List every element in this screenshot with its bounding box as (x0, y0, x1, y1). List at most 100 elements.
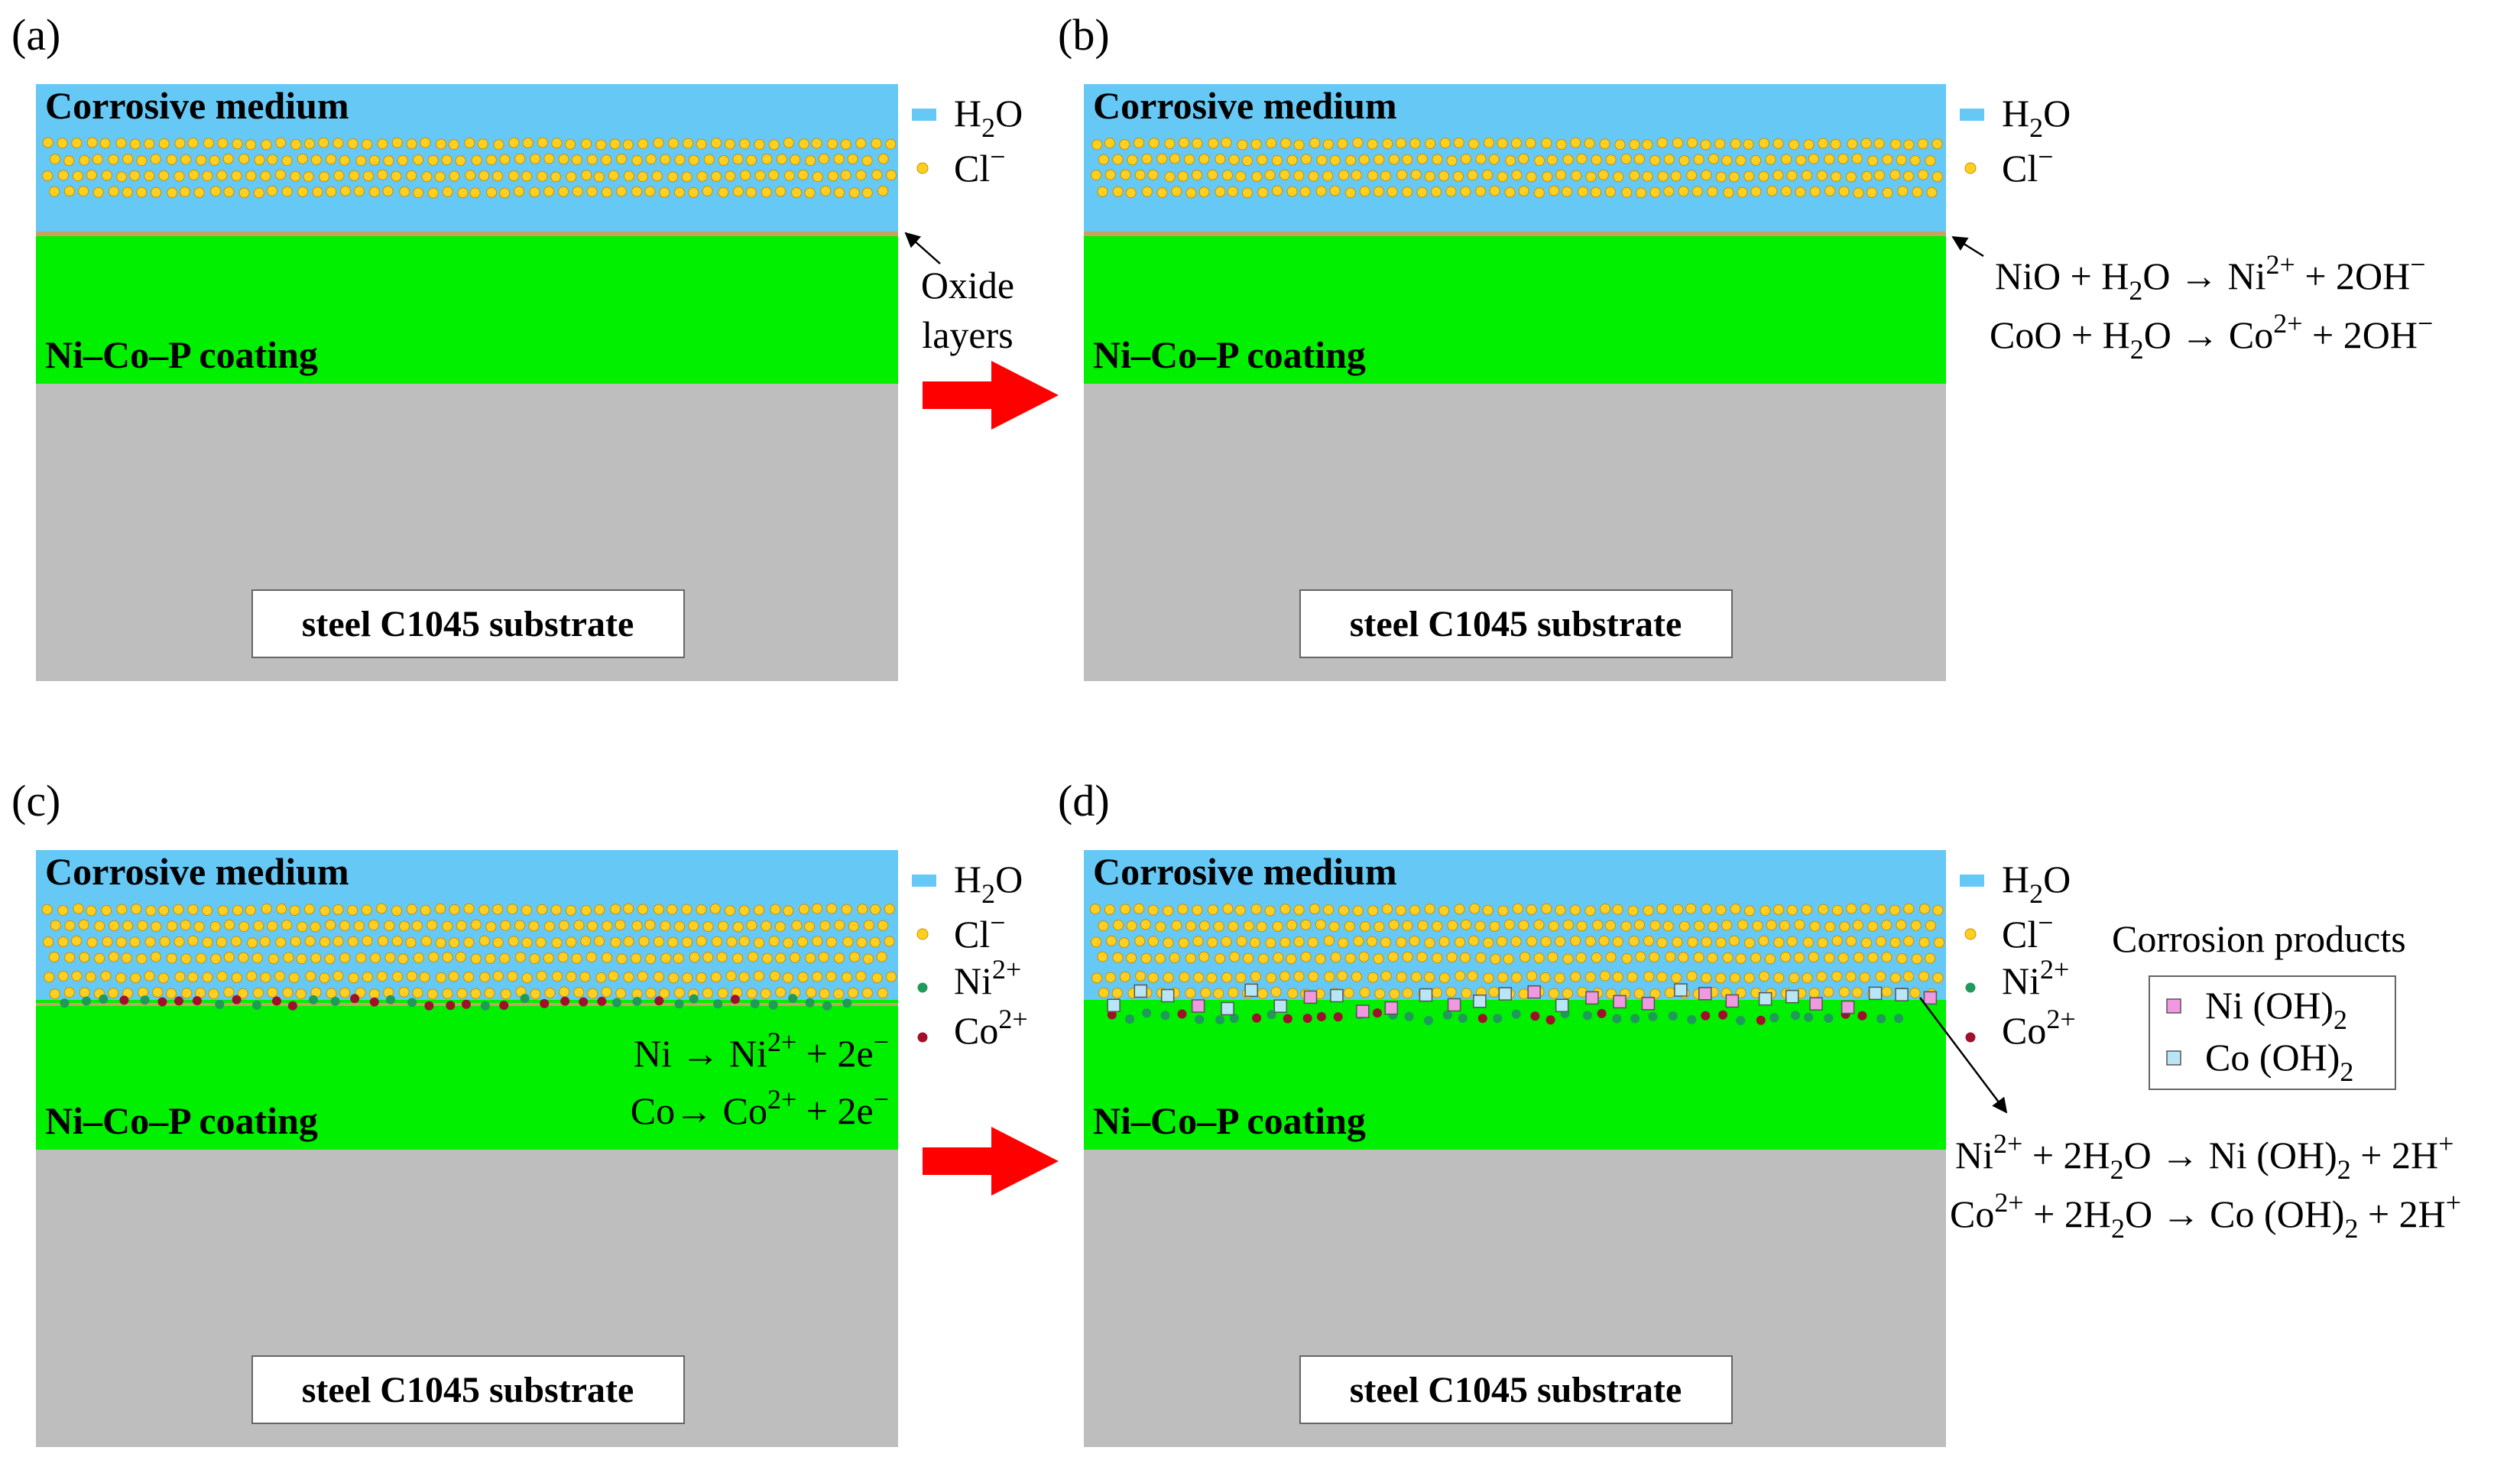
chloride-ion (435, 937, 446, 949)
reaction-b-coo-part: 2 (2130, 334, 2144, 365)
chloride-ion (1367, 972, 1379, 983)
chloride-ion (1911, 953, 1922, 965)
chloride-ion (637, 971, 648, 982)
chloride-ion (1416, 952, 1428, 962)
chloride-ion (1257, 154, 1268, 165)
chloride-ion (825, 936, 837, 948)
chloride-ion (406, 170, 417, 181)
chloride-ion (464, 138, 475, 148)
chloride-ion (586, 186, 598, 197)
ni-legend-swatch (1965, 982, 1976, 993)
chloride-ion (1250, 138, 1262, 150)
chloride-ion (530, 153, 541, 164)
chloride-ion (492, 170, 504, 182)
co-ion (560, 996, 570, 1006)
chloride-ion (252, 988, 264, 998)
chloride-ion (1555, 139, 1567, 150)
chloride-ion (1402, 154, 1413, 165)
chloride-ion (319, 905, 331, 917)
chloride-ion (1759, 905, 1771, 917)
chloride-ion (1555, 936, 1566, 947)
chloride-ion (1439, 138, 1451, 149)
chloride-ion (774, 921, 786, 933)
h2o-legend-swatch (1960, 875, 1984, 887)
ni-legend-label-part: 2+ (992, 954, 1021, 985)
chloride-ion (1525, 138, 1536, 149)
chloride-ion (738, 905, 750, 917)
substrate-label: steel C1045 substrate (1350, 1370, 1682, 1410)
chloride-ion (1824, 952, 1835, 964)
cl-legend-label: Cl− (2002, 141, 2054, 190)
co-ion (272, 996, 281, 1006)
chloride-ion (1446, 155, 1458, 167)
chloride-ion (1758, 138, 1769, 149)
chloride-ion (1227, 186, 1238, 197)
chloride-ion (1789, 139, 1799, 151)
chloride-ion (637, 138, 649, 150)
chloride-ion (174, 170, 185, 182)
ni-oh2-particle (1809, 997, 1823, 1011)
chloride-ion (1207, 169, 1218, 180)
chloride-ion (616, 186, 628, 197)
chloride-ion (594, 904, 605, 916)
chloride-ion (681, 904, 692, 915)
chloride-ion (303, 904, 315, 915)
chloride-ion (1468, 935, 1480, 946)
chloride-ion (1200, 987, 1211, 998)
chloride-ion (362, 138, 373, 150)
panel-letter: (a) (11, 10, 60, 60)
chloride-ion (1221, 137, 1232, 148)
chloride-ion (1766, 185, 1778, 196)
co-oh2-particle (1473, 995, 1487, 1008)
chloride-ion (1860, 903, 1871, 914)
ni-ion (632, 997, 642, 1006)
chloride-ion (514, 952, 526, 963)
chloride-ion (580, 936, 592, 947)
cl-legend-label-part: Cl (2002, 913, 2038, 956)
chloride-ion (1693, 952, 1704, 963)
chloride-ion (193, 921, 205, 933)
chloride-ion (180, 154, 192, 165)
chloride-ion (253, 920, 264, 932)
chloride-ion (57, 970, 69, 982)
chloride-ion (637, 171, 648, 183)
substrate-label: steel C1045 substrate (302, 1370, 634, 1410)
chloride-ion (1809, 920, 1821, 932)
chloride-ion (608, 970, 619, 982)
chloride-ion (1700, 139, 1711, 151)
chloride-ion (1801, 170, 1812, 181)
chloride-ion (1541, 903, 1552, 914)
chloride-ion (1932, 904, 1944, 916)
chloride-ion (1861, 170, 1873, 182)
chloride-ion (167, 187, 178, 199)
chloride-ion (187, 138, 199, 149)
chloride-ion (152, 987, 164, 998)
chloride-ion (1127, 154, 1138, 166)
transition-arrow (923, 1127, 1059, 1196)
chloride-ion (353, 186, 365, 197)
reaction-c-co-part: + 2e (796, 1089, 873, 1132)
chloride-ion (651, 170, 663, 182)
chloride-ion (1315, 953, 1326, 965)
chloride-ion (1337, 970, 1348, 982)
ni-oh2-particle (1384, 1001, 1399, 1015)
chloride-ion (1286, 154, 1298, 166)
chloride-ion (1460, 154, 1471, 164)
chloride-ion (507, 971, 518, 982)
h2o-legend-label-part: O (2043, 858, 2071, 900)
chloride-ion (1193, 972, 1205, 983)
chloride-ion (645, 154, 657, 165)
co-ion (174, 996, 183, 1006)
chloride-ion (310, 154, 322, 166)
chloride-ion (1228, 154, 1240, 165)
chloride-ion (347, 904, 358, 916)
co-ion (540, 998, 550, 1008)
chloride-ion (1265, 937, 1276, 949)
chloride-ion (861, 155, 873, 167)
chloride-ion (1743, 138, 1754, 150)
chloride-ion (761, 952, 773, 964)
chloride-ion (108, 154, 119, 165)
chloride-ion (826, 903, 838, 914)
chloride-ion (64, 920, 76, 931)
chloride-ion (144, 936, 156, 948)
